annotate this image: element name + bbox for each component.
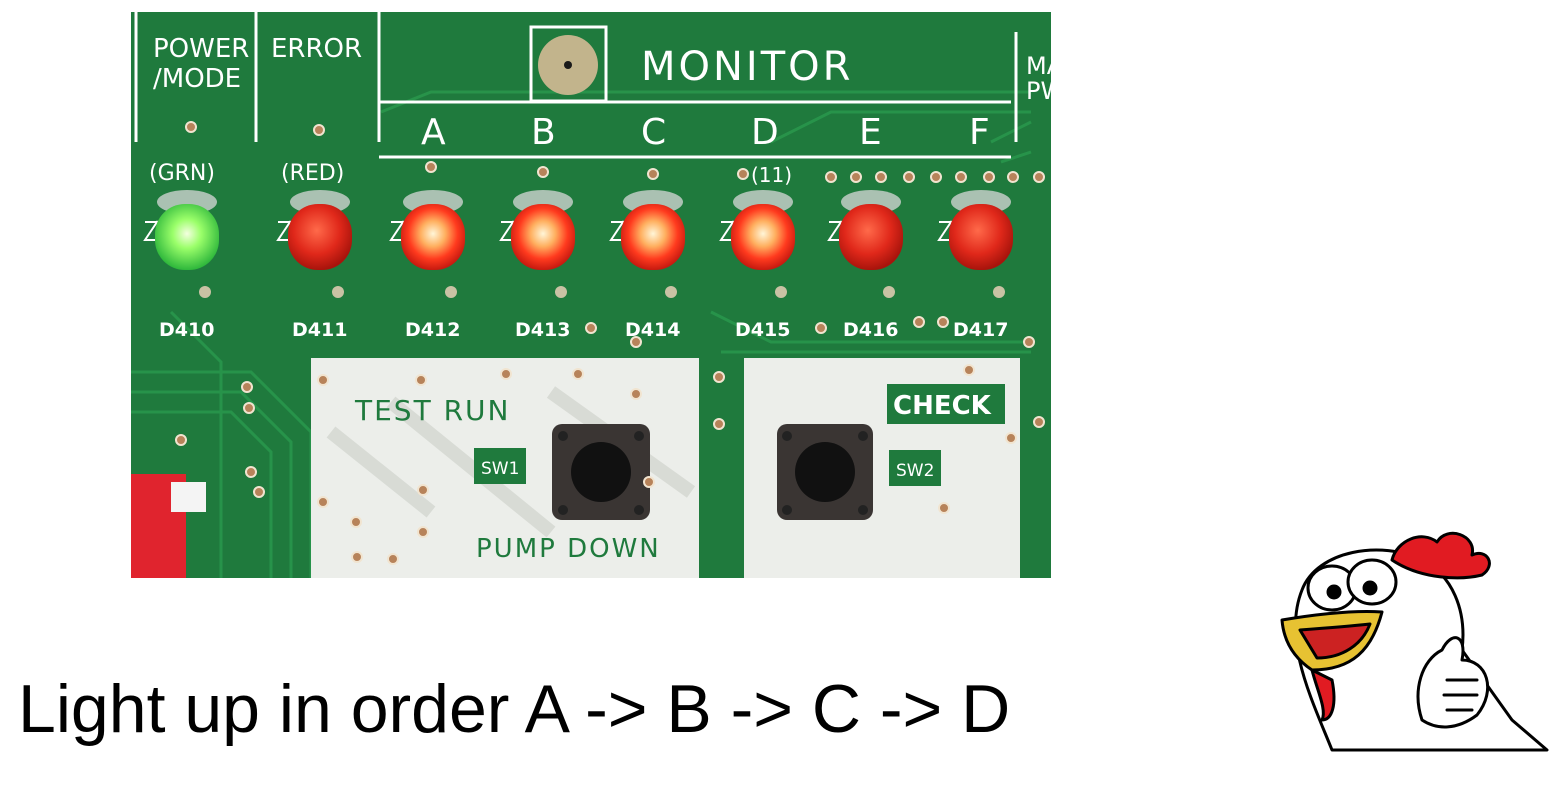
solder-pad <box>647 168 659 180</box>
led-d411: D411 <box>276 190 352 341</box>
pcb-photo: POWER /MODE ERROR MONITOR MA PW A B C D E F (… <box>131 12 1051 578</box>
channel-letter-b: B <box>531 112 556 153</box>
led-label-d410: D410 <box>159 319 214 341</box>
led-d415: D415 <box>719 190 795 341</box>
solder-pad <box>955 171 967 183</box>
led-label-d412: D412 <box>405 319 460 341</box>
solder-pad <box>938 502 950 514</box>
power-label: POWER <box>153 34 249 64</box>
solder-pad <box>713 418 725 430</box>
pcb-drawing: POWER /MODE ERROR MONITOR MA PW A B C D E F (… <box>131 12 1051 578</box>
led-d414: D414 <box>609 190 685 341</box>
check-panel: CHECK SW2 <box>744 358 1020 578</box>
solder-pad <box>713 371 725 383</box>
solder-pad <box>313 124 325 136</box>
solder-pad <box>572 368 584 380</box>
header-frame <box>134 12 1018 159</box>
solder-pad <box>387 553 399 565</box>
solder-pad <box>643 476 655 488</box>
solder-pad <box>825 171 837 183</box>
chicken-mascot-icon <box>1280 531 1549 752</box>
solder-pad <box>850 171 862 183</box>
channel-letter-e: E <box>859 112 882 153</box>
solder-pad <box>1033 171 1045 183</box>
solder-pads <box>175 121 1045 565</box>
solder-pad <box>350 516 362 528</box>
solder-pad <box>1033 416 1045 428</box>
solder-pad <box>317 374 329 386</box>
ma-label: MA <box>1026 52 1051 80</box>
solder-pad <box>537 166 549 178</box>
solder-pad <box>875 171 887 183</box>
sw2-label: SW2 <box>896 461 934 481</box>
channel-letter-f: F <box>969 112 990 153</box>
solder-pad <box>963 364 975 376</box>
solder-pad <box>903 171 915 183</box>
led-d417: D417 <box>937 190 1013 341</box>
led-row: D410 D411 D412 D413 D414 D415 D416 D417 <box>143 190 1013 341</box>
error-label: ERROR <box>271 34 362 64</box>
solder-pad <box>815 322 827 334</box>
solder-pad <box>500 368 512 380</box>
solder-pad <box>630 336 642 348</box>
solder-pad <box>351 551 363 563</box>
led-d412: D412 <box>389 190 465 341</box>
test-run-label: TEST RUN <box>354 394 510 427</box>
solder-pad <box>253 486 265 498</box>
sw2-button[interactable] <box>777 424 873 520</box>
led-label-d416: D416 <box>843 319 898 341</box>
solder-pad <box>737 168 749 180</box>
solder-pad <box>585 322 597 334</box>
solder-pad <box>1023 336 1035 348</box>
solder-pad <box>241 381 253 393</box>
caption: Light up in order A -> B -> C -> D <box>18 671 1011 747</box>
mode-label: /MODE <box>153 64 241 94</box>
led-label-d414: D414 <box>625 319 680 341</box>
red-note: (RED) <box>281 161 344 186</box>
solder-pad <box>425 161 437 173</box>
led-label-d413: D413 <box>515 319 570 341</box>
solder-pad <box>417 526 429 538</box>
solder-pad <box>937 316 949 328</box>
grn-note: (GRN) <box>149 161 215 186</box>
led-d410: D410 <box>143 190 219 341</box>
solder-pad <box>1007 171 1019 183</box>
solder-pad <box>317 496 329 508</box>
solder-pad <box>913 316 925 328</box>
solder-pad <box>930 171 942 183</box>
eleven-note: (11) <box>751 163 792 187</box>
solder-pad <box>983 171 995 183</box>
solder-pad <box>417 484 429 496</box>
pump-down-label: PUMP DOWN <box>476 534 661 564</box>
led-label-d415: D415 <box>735 319 790 341</box>
solder-pad <box>415 374 427 386</box>
solder-pad <box>1005 432 1017 444</box>
test-run-panel: TEST RUN SW1 PUMP DOWN <box>311 358 699 578</box>
sw1-label: SW1 <box>481 459 519 479</box>
channel-letter-a: A <box>421 112 446 153</box>
pw-label: PW <box>1026 77 1051 105</box>
sw1-button[interactable] <box>552 424 650 520</box>
solder-pad <box>175 434 187 446</box>
solder-pad <box>185 121 197 133</box>
led-label-d417: D417 <box>953 319 1008 341</box>
check-label: CHECK <box>893 391 992 421</box>
channel-letter-d: D <box>751 112 779 153</box>
led-d413: D413 <box>499 190 575 341</box>
led-d416: D416 <box>827 190 903 341</box>
solder-pad <box>245 466 257 478</box>
channel-letter-c: C <box>641 112 666 153</box>
solder-pad <box>243 402 255 414</box>
monitor-label: MONITOR <box>641 44 853 90</box>
solder-pad <box>630 388 642 400</box>
led-label-d411: D411 <box>292 319 347 341</box>
channel-letters: A B C D E F <box>421 112 990 153</box>
